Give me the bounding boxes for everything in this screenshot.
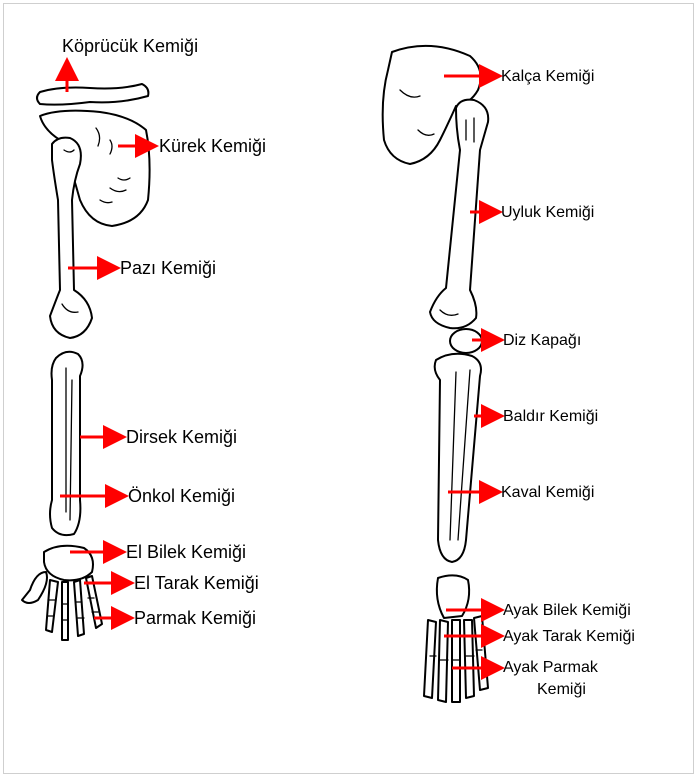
- label-kurek: Kürek Kemiği: [159, 136, 266, 156]
- label-kaval: Kaval Kemiği: [501, 483, 594, 503]
- label-el-bilek: El Bilek Kemiği: [126, 542, 246, 562]
- shin-bones: [435, 354, 481, 562]
- clavicle-bone: [37, 84, 148, 105]
- label-kalca: Kalça Kemiği: [501, 67, 594, 87]
- hand-bones: [22, 546, 102, 640]
- label-kopruck: Köprücük Kemiği: [62, 36, 198, 56]
- label-parmak: Parmak Kemiği: [134, 608, 256, 628]
- foot-bones: [424, 575, 488, 702]
- label-uyluk: Uyluk Kemiği: [501, 203, 594, 223]
- label-ayak-tarak: Ayak Tarak Kemiği: [503, 627, 635, 647]
- label-diz-kapagi: Diz Kapağı: [503, 331, 581, 351]
- label-ayak-parmak-2: Kemiği: [537, 680, 586, 700]
- label-ayak-parmak-1: Ayak Parmak: [503, 658, 598, 678]
- label-el-tarak: El Tarak Kemiği: [134, 573, 259, 593]
- label-onkol: Önkol Kemiği: [128, 486, 235, 506]
- label-dirsek: Dirsek Kemiği: [126, 427, 237, 447]
- label-pazi: Pazı Kemiği: [120, 258, 216, 278]
- label-ayak-bilek: Ayak Bilek Kemiği: [503, 601, 631, 621]
- label-baldir: Baldır Kemiği: [503, 407, 598, 427]
